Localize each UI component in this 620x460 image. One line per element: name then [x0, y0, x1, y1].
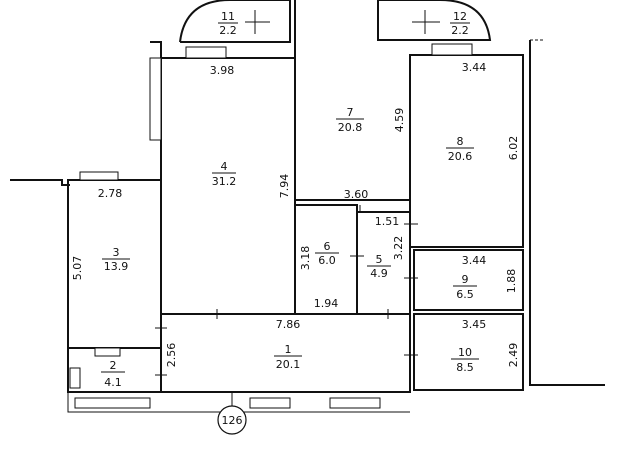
dim-1-94: 1.94: [314, 297, 339, 310]
room-3-label: 3 13.9: [102, 246, 130, 273]
svg-text:11: 11: [221, 10, 235, 23]
room-9-label: 9 6.5: [453, 273, 477, 301]
room-labels: 11 2.2 12 2.2 4 31.2 7 20.8 8 20.6 3 13.…: [101, 10, 479, 389]
svg-text:12: 12: [453, 10, 467, 23]
dim-3-60: 3.60: [344, 188, 369, 201]
svg-text:20.8: 20.8: [338, 121, 363, 134]
svg-text:7: 7: [347, 106, 354, 119]
dim-3-44-top: 3.44: [462, 61, 487, 74]
room-7-label: 7 20.8: [336, 106, 364, 134]
dim-2-56: 2.56: [165, 343, 178, 368]
svg-text:20.6: 20.6: [448, 150, 473, 163]
dim-7-86: 7.86: [276, 318, 301, 331]
svg-text:5: 5: [376, 253, 383, 266]
svg-text:2.2: 2.2: [451, 24, 469, 37]
room-11-label: 11 2.2: [218, 10, 238, 37]
svg-text:4.9: 4.9: [370, 267, 388, 280]
dimension-labels: 3.98 3.44 2.78 7.94 4.59 6.02 3.60 1.51 …: [71, 61, 520, 367]
dim-1-88: 1.88: [505, 269, 518, 294]
svg-text:31.2: 31.2: [212, 175, 237, 188]
svg-text:13.9: 13.9: [104, 260, 129, 273]
dim-3-45: 3.45: [462, 318, 487, 331]
svg-text:8: 8: [457, 135, 464, 148]
dim-1-51: 1.51: [375, 215, 400, 228]
room-6-label: 6 6.0: [315, 240, 339, 267]
room-1-label: 1 20.1: [274, 343, 302, 371]
room-8-label: 8 20.6: [446, 135, 474, 163]
dim-6-02: 6.02: [507, 136, 520, 161]
axis-marker-label: 126: [222, 414, 243, 427]
dim-3-98: 3.98: [210, 64, 235, 77]
svg-text:4: 4: [221, 160, 228, 173]
svg-text:2: 2: [110, 359, 117, 372]
room-4-label: 4 31.2: [212, 160, 237, 188]
dim-4-59: 4.59: [393, 108, 406, 133]
dim-7-94: 7.94: [278, 174, 291, 199]
dim-3-22: 3.22: [392, 236, 405, 261]
dim-2-78: 2.78: [98, 187, 123, 200]
dim-5-07: 5.07: [71, 256, 84, 281]
svg-text:9: 9: [462, 273, 469, 286]
outer-walls: [10, 0, 605, 413]
svg-text:20.1: 20.1: [276, 358, 301, 371]
room-10-label: 10 8.5: [451, 346, 479, 374]
svg-text:10: 10: [458, 346, 472, 359]
room-5-label: 5 4.9: [367, 253, 391, 280]
room-2-label: 2 4.1: [101, 359, 125, 389]
svg-text:6: 6: [324, 240, 331, 253]
svg-text:1: 1: [285, 343, 292, 356]
axis-marker: 126: [217, 392, 247, 435]
dim-2-49: 2.49: [507, 343, 520, 368]
svg-text:6.0: 6.0: [318, 254, 336, 267]
dim-3-44-mid: 3.44: [462, 254, 487, 267]
svg-text:8.5: 8.5: [456, 361, 474, 374]
svg-text:2.2: 2.2: [219, 24, 237, 37]
svg-text:4.1: 4.1: [104, 376, 122, 389]
room-12-label: 12 2.2: [450, 10, 470, 37]
dim-3-18: 3.18: [299, 246, 312, 271]
svg-text:3: 3: [113, 246, 120, 259]
svg-text:6.5: 6.5: [456, 288, 474, 301]
